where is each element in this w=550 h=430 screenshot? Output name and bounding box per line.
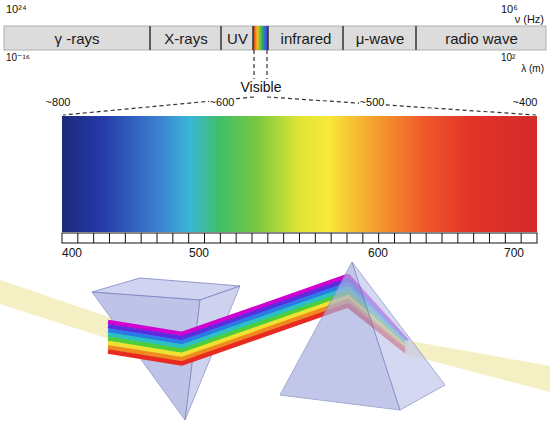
band-label: radio wave bbox=[445, 30, 518, 47]
scale-number: 700 bbox=[503, 247, 525, 260]
axis-unit: ν (Hz) bbox=[514, 13, 545, 25]
band-label: X-rays bbox=[164, 30, 207, 47]
band-label: μ-wave bbox=[356, 30, 405, 47]
wavelength-exponent: 10⁻¹⁶ bbox=[5, 52, 31, 63]
wavelength-mark: ~800 bbox=[45, 96, 72, 108]
radio-band: radio wave bbox=[418, 27, 545, 49]
xray-band: X-rays bbox=[152, 27, 220, 49]
scale-number: 600 bbox=[367, 247, 389, 260]
band-label: UV bbox=[227, 30, 248, 47]
microwave-band: μ-wave bbox=[345, 27, 415, 49]
scale-number: 500 bbox=[188, 247, 210, 260]
visible-label: Visible bbox=[240, 80, 283, 95]
gamma-band: γ -rays bbox=[5, 27, 149, 49]
wavelength-exponent: 10² bbox=[500, 52, 516, 63]
frequency-exponent: 10²⁴ bbox=[5, 3, 28, 15]
infrared-band: infrared bbox=[270, 27, 342, 49]
wavelength-mark: ~400 bbox=[512, 96, 539, 108]
scale-number: 400 bbox=[61, 247, 83, 260]
band-label: infrared bbox=[281, 30, 332, 47]
uv-band: UV bbox=[223, 27, 252, 49]
wavelength-mark: ~600 bbox=[209, 96, 236, 108]
band-label: γ -rays bbox=[55, 30, 100, 47]
wavelength-mark: ~500 bbox=[359, 96, 386, 108]
axis-unit: λ (m) bbox=[520, 63, 545, 74]
